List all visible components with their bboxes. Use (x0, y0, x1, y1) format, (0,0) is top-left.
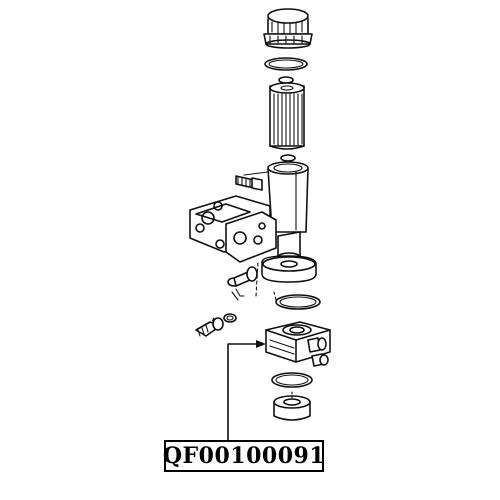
filter-housing (189, 161, 317, 283)
part-number-label: QF00100091 (163, 440, 325, 472)
housing-bolt (235, 175, 263, 191)
callout-leader (227, 340, 266, 441)
lower-small-seal (280, 154, 296, 162)
sensor-plug-upper (227, 266, 258, 301)
threaded-nut (273, 391, 311, 421)
sensor-plug-lower (195, 313, 237, 337)
filter-cap (263, 8, 313, 49)
upper-o-ring (264, 57, 308, 71)
oil-cooler (265, 321, 331, 367)
filter-element (269, 82, 305, 150)
small-seal-ring (278, 76, 294, 84)
lower-o-ring (271, 372, 313, 388)
middle-o-ring (275, 294, 321, 310)
